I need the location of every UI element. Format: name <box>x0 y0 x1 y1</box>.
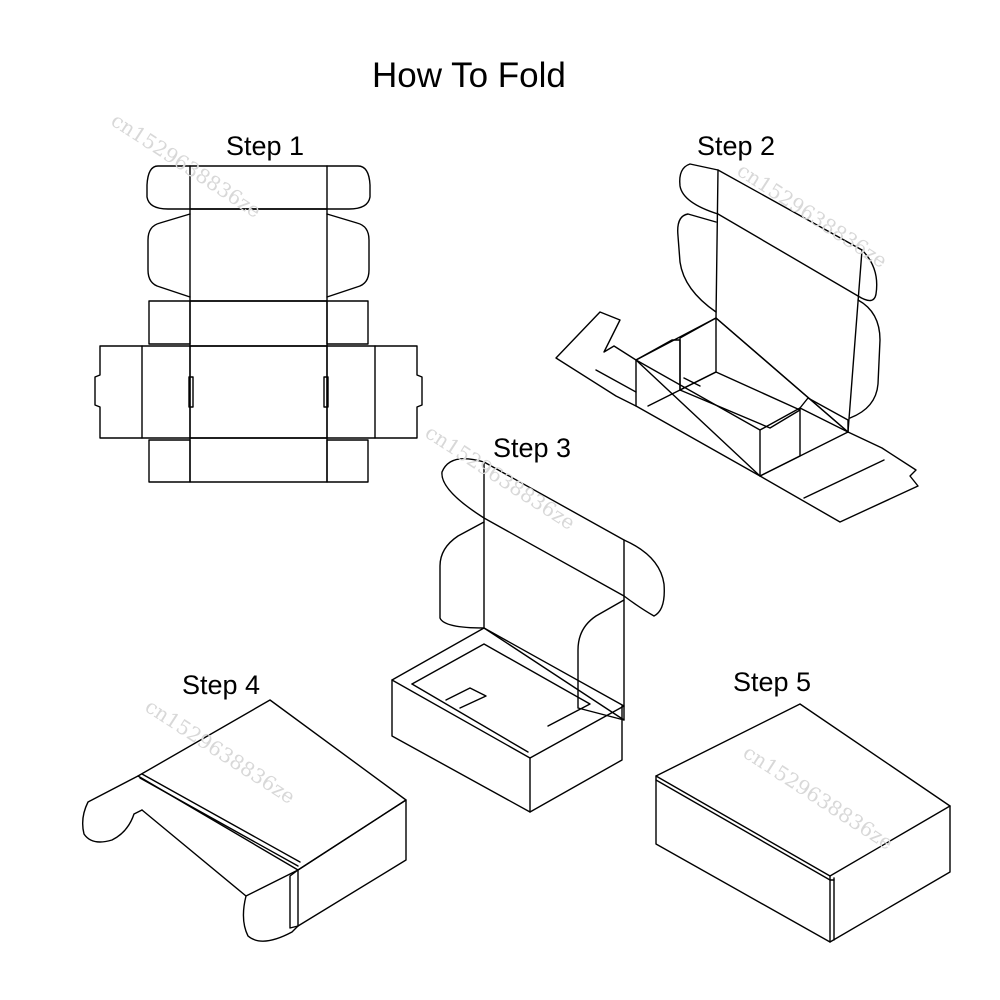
step-4-label: Step 4 <box>182 670 261 700</box>
step-5-closed-box <box>655 703 951 943</box>
step-2-partial-fold <box>555 163 919 523</box>
step-3-label: Step 3 <box>493 433 572 463</box>
step-2-label: Step 2 <box>697 131 776 161</box>
step-5-label: Step 5 <box>733 667 812 697</box>
page-title: How To Fold <box>372 56 566 95</box>
step-1-flat-net <box>94 165 423 483</box>
step-1-label: Step 1 <box>226 131 305 161</box>
step-4-closing <box>81 699 407 942</box>
step-3-lid-open <box>391 458 665 813</box>
